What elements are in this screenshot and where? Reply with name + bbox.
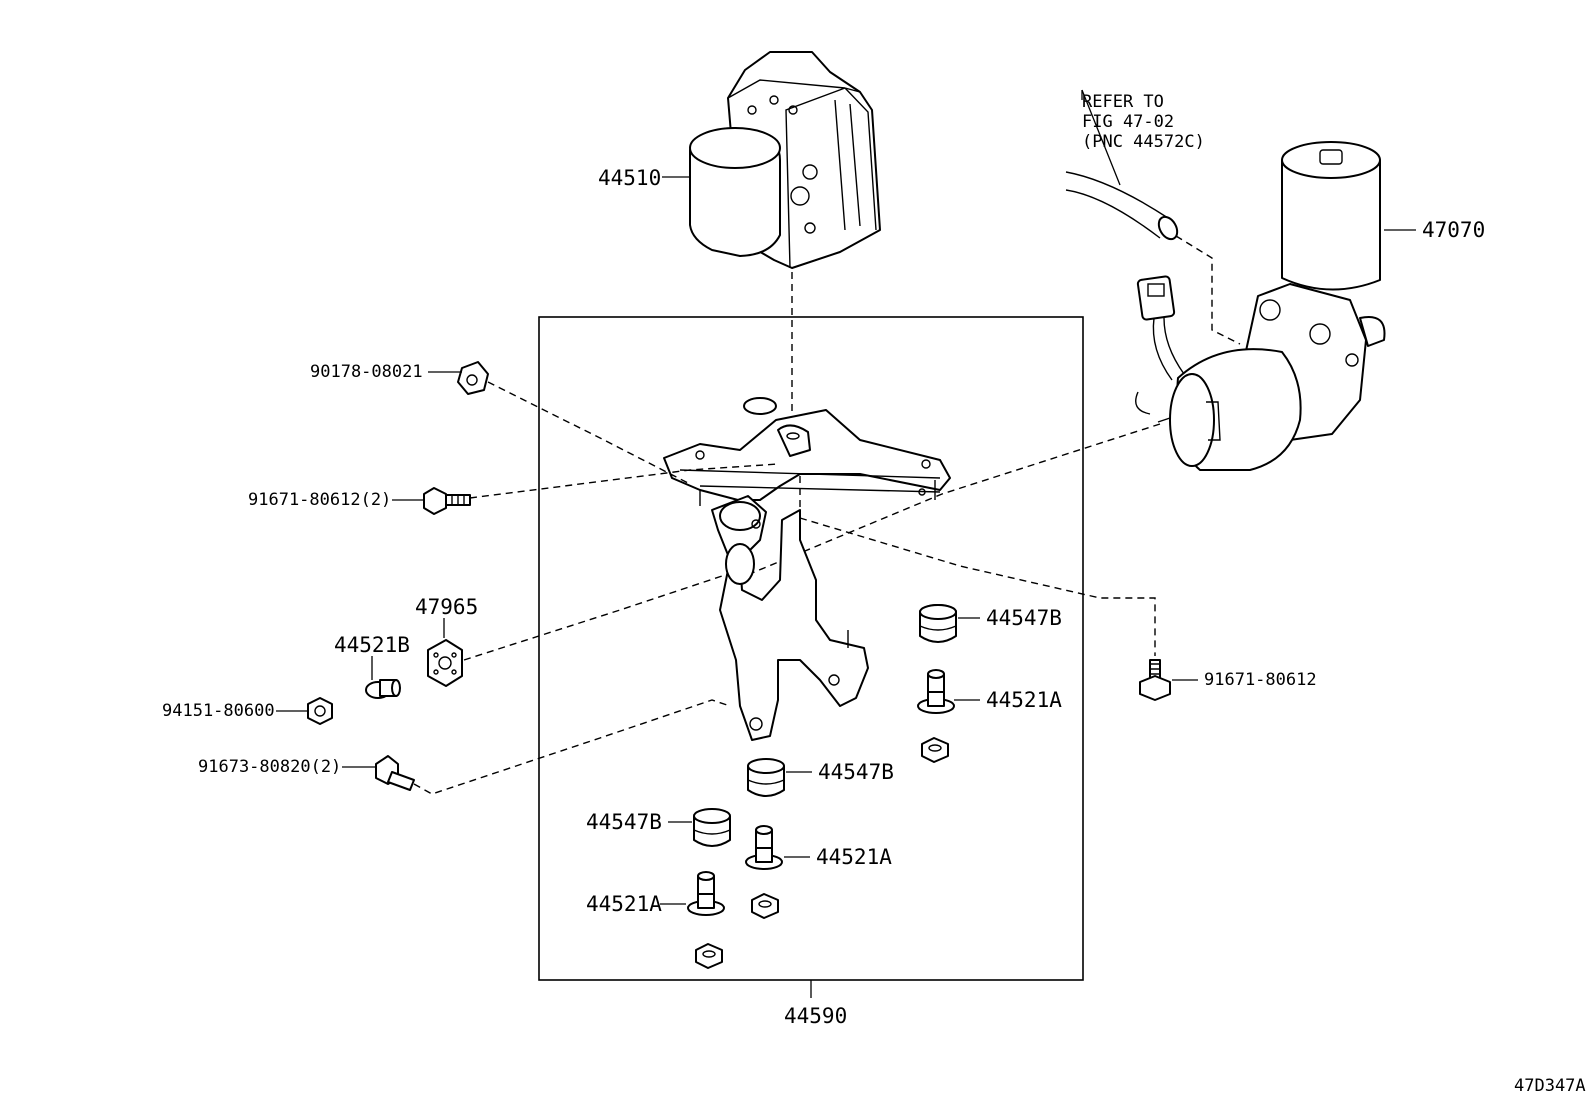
figure-code: 47D347A <box>1514 1076 1586 1096</box>
label-47070: 47070 <box>1422 218 1485 242</box>
grommet-44547B-middle[interactable] <box>747 758 785 797</box>
hose <box>1065 171 1179 241</box>
refer-line-2: FIG 47-02 <box>1082 112 1174 132</box>
refer-line-3: (PNC 44572C) <box>1082 132 1205 152</box>
label-44521B: 44521B <box>334 633 410 657</box>
grommet-44547B-upper[interactable] <box>919 604 957 643</box>
label-91671-80612: 91671-80612 <box>1204 670 1317 690</box>
label-44547B-left: 44547B <box>586 810 662 834</box>
label-47965: 47965 <box>415 595 478 619</box>
label-44547B-upper: 44547B <box>986 606 1062 630</box>
collar-44521A-upper[interactable] <box>917 669 955 714</box>
label-94151-80600: 94151-80600 <box>162 701 275 721</box>
grommet-44547B-left[interactable] <box>693 808 731 847</box>
bolt-91671-80612-x2[interactable] <box>423 487 471 515</box>
grommet-47965[interactable] <box>427 639 463 687</box>
label-90178-08021: 90178-08021 <box>310 362 423 382</box>
bolt-91673-80820-x2[interactable] <box>375 755 415 791</box>
collar-44521B[interactable] <box>365 679 401 699</box>
label-91671-80612-x2: 91671-80612(2) <box>248 490 391 510</box>
label-44547B-middle: 44547B <box>818 760 894 784</box>
nut-lower-left <box>695 943 723 969</box>
bracket-44590[interactable] <box>663 397 951 741</box>
label-44590: 44590 <box>784 1004 847 1028</box>
refer-line-1: REFER TO <box>1082 92 1164 112</box>
bolt-91671-80612[interactable] <box>1139 659 1171 701</box>
label-44510: 44510 <box>598 166 661 190</box>
label-44521A-middle: 44521A <box>816 845 892 869</box>
abs-actuator-44510[interactable] <box>689 51 881 269</box>
refer-note: REFER TO FIG 47-02 (PNC 44572C) <box>1082 92 1205 152</box>
label-44521A-upper: 44521A <box>986 688 1062 712</box>
nut-90178-08021[interactable] <box>457 361 489 395</box>
label-44521A-left: 44521A <box>586 892 662 916</box>
label-91673-80820-x2: 91673-80820(2) <box>198 757 341 777</box>
nut-upper-right <box>921 737 949 763</box>
nut-middle <box>751 893 779 919</box>
nut-94151-80600[interactable] <box>307 697 333 725</box>
pump-assembly-47070[interactable] <box>1135 141 1386 471</box>
collar-44521A-left[interactable] <box>687 871 725 916</box>
collar-44521A-middle[interactable] <box>745 825 783 870</box>
